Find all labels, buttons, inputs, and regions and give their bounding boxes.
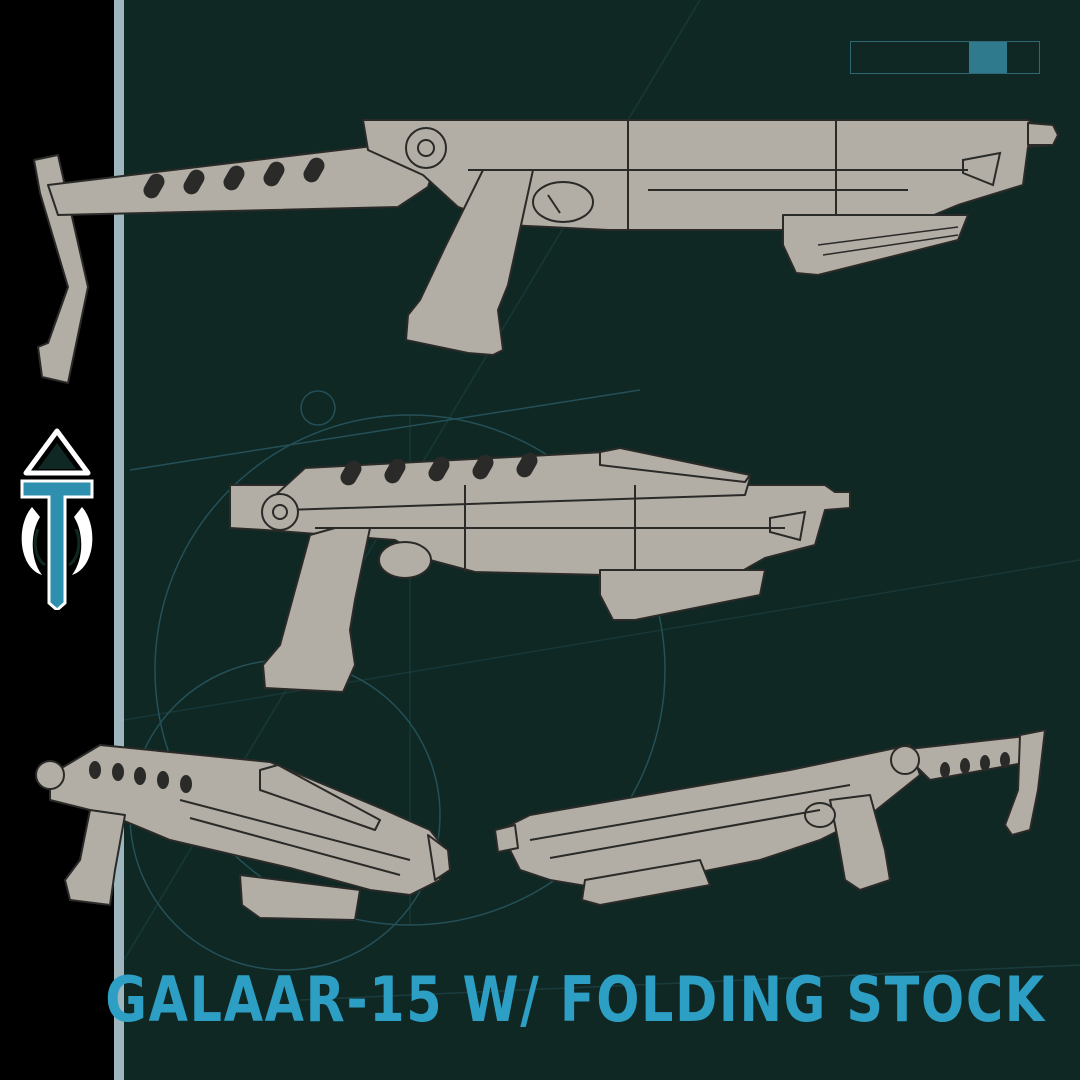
stock-slot — [472, 454, 494, 480]
stock-slot — [340, 460, 362, 486]
muzzle — [1027, 122, 1059, 146]
stock-slot — [1000, 752, 1010, 768]
muzzle — [427, 834, 451, 881]
panel-line — [529, 784, 851, 841]
stock-hinge — [35, 760, 65, 790]
perspective-rear-right — [494, 729, 1046, 906]
panel-line — [189, 817, 401, 876]
stock-slot — [223, 165, 245, 191]
hud-line — [299, 964, 1080, 1001]
stock-slot — [940, 762, 950, 778]
panel-line — [549, 809, 821, 859]
stock-slot — [89, 761, 101, 779]
helmet-emblem-icon — [20, 428, 94, 610]
magazine — [782, 214, 969, 276]
hud-line — [129, 389, 641, 471]
stock-slot — [980, 755, 990, 771]
trigger — [547, 194, 561, 214]
stock-slot — [384, 458, 406, 484]
stock-slot — [960, 758, 970, 774]
trigger-guard — [532, 181, 594, 223]
stock-buttplate — [33, 154, 89, 384]
stock-slot — [112, 763, 124, 781]
stock-slot — [428, 456, 450, 482]
stock-buttplate — [1004, 729, 1046, 836]
magazine — [599, 569, 766, 621]
pistol-grip — [262, 527, 371, 693]
page-title: GALAAR-15 W/ FOLDING STOCK — [105, 963, 1046, 1036]
stock-slot — [263, 161, 285, 187]
hud-large-circle — [154, 414, 666, 926]
progress-fill — [969, 42, 1008, 73]
folded-stock — [259, 764, 381, 831]
stock-slot — [134, 767, 146, 785]
trigger-guard — [378, 541, 432, 579]
side-view-stock-folded — [229, 447, 851, 693]
hud-line — [123, 559, 1080, 721]
hud-small-circle — [300, 390, 336, 426]
stock-hinge — [890, 745, 920, 775]
panel-line — [179, 799, 411, 861]
stock-slot — [157, 771, 169, 789]
stock-slot — [516, 452, 538, 478]
progress-indicator — [850, 41, 1040, 74]
folded-buttplate — [599, 447, 751, 483]
side-view-stock-extended — [33, 119, 1059, 384]
trigger-guard — [804, 802, 836, 828]
stock-hinge-pin — [272, 504, 288, 520]
accent-stripe — [114, 0, 124, 1080]
pistol-grip — [829, 794, 891, 891]
stock-hinge — [405, 127, 447, 169]
perspective-front-left — [35, 744, 451, 921]
pistol-grip — [405, 169, 534, 356]
stock-slot — [303, 157, 325, 183]
stock-hinge — [261, 493, 299, 531]
pistol-grip — [64, 809, 126, 906]
magazine — [581, 859, 711, 906]
side-notch — [962, 151, 1002, 187]
stock-hinge-pin — [417, 139, 435, 157]
side-notch — [769, 510, 807, 542]
stock-slot — [180, 775, 192, 793]
muzzle — [494, 824, 519, 853]
magazine — [239, 874, 361, 921]
stock-slot — [183, 169, 205, 195]
stock-slot — [143, 173, 165, 199]
